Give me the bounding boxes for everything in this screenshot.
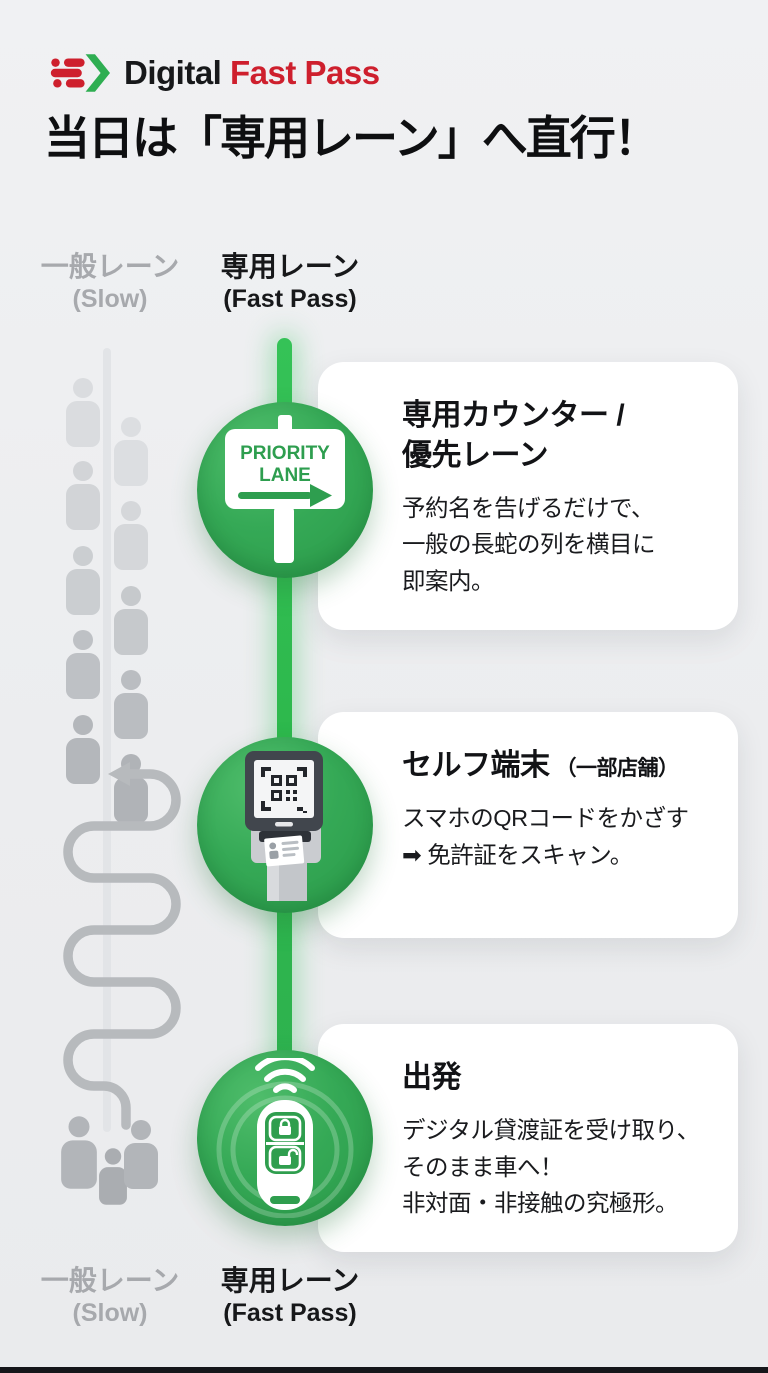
person-icon — [66, 378, 100, 447]
logo: Digital Fast Pass — [48, 52, 380, 94]
person-icon — [66, 630, 100, 699]
page-title: 当日は「専用レーン」へ直行！ — [44, 112, 660, 164]
person-icon — [66, 461, 100, 530]
lane-label-general-en: (Slow) — [72, 284, 148, 313]
step-card-1: 専用カウンター / 優先レーン 予約名を告げるだけで、 一般の長蛇の列を横目に … — [318, 362, 738, 630]
lane-label-fast-en: (Fast Pass) — [223, 1298, 357, 1327]
lane-label-fast-jp: 専用レーン — [220, 1265, 360, 1296]
step-2-title-note: （一部店舗） — [555, 757, 680, 780]
priority-lane-sign-icon: PRIORITY LANE — [225, 415, 345, 563]
lane-label-general-bottom: 一般レーン (Slow) — [30, 1264, 190, 1329]
person-icon — [99, 1148, 127, 1205]
lane-label-fast-en: (Fast Pass) — [223, 284, 357, 313]
lane-label-general-en: (Slow) — [72, 1298, 148, 1327]
person-icon — [114, 501, 148, 570]
step-2-body: スマホのQRコードをかざす ➡ 免許証をスキャン。 — [402, 804, 689, 868]
person-icon — [114, 670, 148, 739]
lane-label-fast-bottom: 専用レーン (Fast Pass) — [205, 1264, 375, 1329]
lane-label-fast-jp: 専用レーン — [220, 251, 360, 282]
lane-label-general-jp: 一般レーン — [40, 1265, 180, 1296]
step-node-2 — [197, 737, 373, 913]
sign-text-priority: PRIORITY — [240, 443, 330, 464]
lane-label-general-top: 一般レーン (Slow) — [30, 250, 190, 315]
step-3-body: デジタル貸渡証を受け取り、 そのまま車へ！ 非対面・非接触の究極形。 — [402, 1116, 700, 1217]
logo-text: Digital Fast Pass — [124, 54, 380, 92]
person-icon — [66, 546, 100, 615]
step-1-title: 専用カウンター / 優先レーン — [402, 399, 625, 472]
step-1-body: 予約名を告げるだけで、 一般の長蛇の列を横目に 即案内。 — [402, 494, 656, 595]
step-node-1: PRIORITY LANE — [197, 402, 373, 578]
sign-text-lane: LANE — [259, 465, 311, 486]
step-card-3: 出発 デジタル貸渡証を受け取り、 そのまま車へ！ 非対面・非接触の究極形。 — [318, 1024, 738, 1252]
person-icon — [114, 417, 148, 486]
logo-text-fastpass: Fast Pass — [230, 54, 380, 91]
fast-pass-arrow-icon — [50, 54, 110, 92]
lane-label-general-jp: 一般レーン — [40, 251, 180, 282]
slow-lane-divider — [103, 348, 111, 1132]
step-3-title: 出発 — [402, 1061, 462, 1094]
logo-text-digital: Digital — [124, 54, 222, 91]
step-2-title: セルフ端末 — [402, 749, 550, 782]
car-key-fob-icon — [216, 1058, 354, 1218]
person-icon — [114, 586, 148, 655]
step-card-2: セルフ端末 （一部店舗） スマホのQRコードをかざす ➡ 免許証をスキャン。 — [318, 712, 738, 938]
step-node-3 — [197, 1050, 373, 1226]
bottom-edge-bar — [0, 1367, 768, 1373]
lane-label-fast-top: 専用レーン (Fast Pass) — [210, 250, 370, 315]
serpentine-queue-path-icon — [63, 762, 181, 1130]
qr-kiosk-icon — [245, 751, 323, 901]
